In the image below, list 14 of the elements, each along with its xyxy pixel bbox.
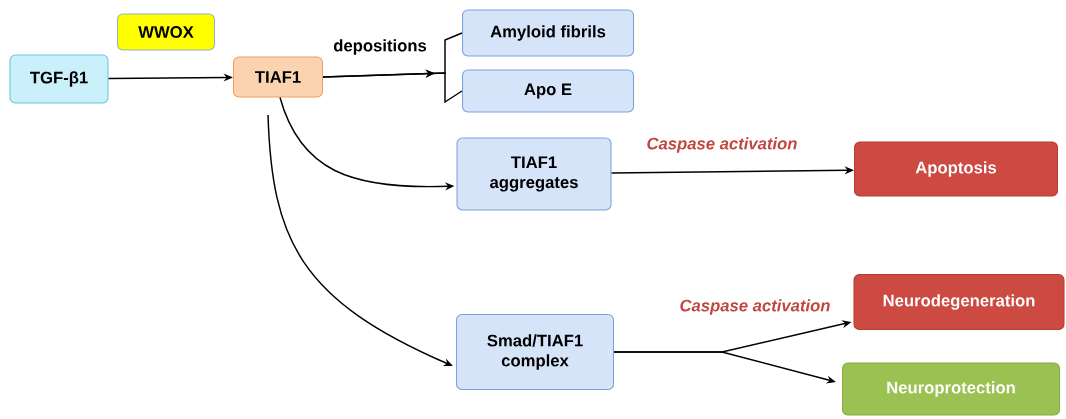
edge-label: Caspase activation [678, 297, 832, 317]
edge-label: depositions [331, 37, 429, 57]
process-box: Smad/TIAF1 complex [455, 313, 615, 391]
bracket-arrow [322, 69, 463, 104]
process-box: Apo E [461, 69, 635, 113]
label-box: WWOX [116, 13, 216, 51]
process-box: TIAF1 [232, 56, 324, 98]
process-box: TGF-β1 [9, 54, 109, 104]
outcome-box: Neuroprotection [841, 362, 1061, 416]
process-box: TIAF1 aggregates [456, 137, 612, 211]
process-box: Amyloid fibrils [461, 9, 635, 57]
outcome-box: Apoptosis [853, 141, 1059, 197]
edge-label: Caspase activation [645, 135, 799, 155]
outcome-box: Neurodegeneration [853, 273, 1065, 331]
